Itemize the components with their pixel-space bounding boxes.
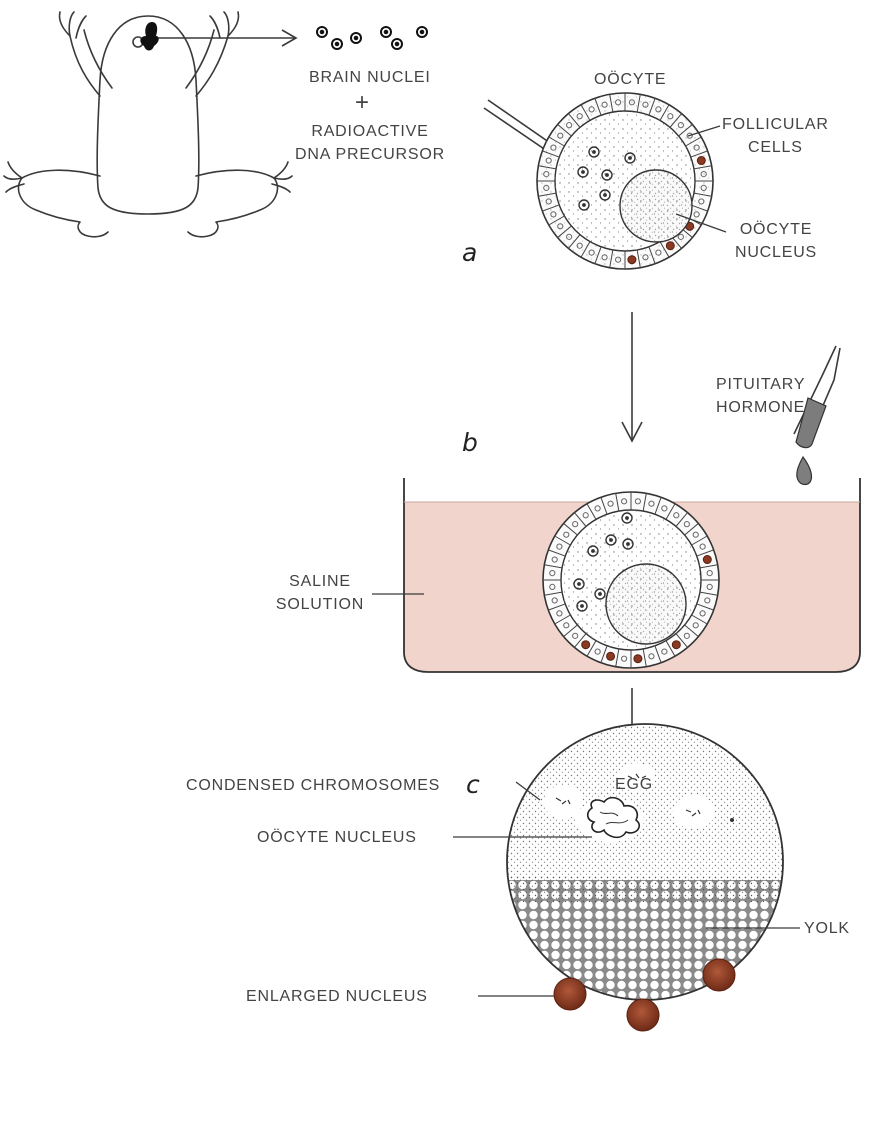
follicular-cell-nucleus — [628, 256, 636, 264]
oocyte-b — [543, 492, 719, 668]
label-yolk: YOLK — [804, 917, 850, 940]
label-radioactive-dna-precursor: RADIOACTIVE DNA PRECURSOR — [290, 120, 450, 166]
follicular-cell-nucleus — [697, 157, 705, 165]
brain-to-nuclei-arrow — [158, 30, 296, 46]
label-saline-line2: SOLUTION — [272, 593, 368, 616]
label-egg-oocyte-nucleus: OÖCYTE NUCLEUS — [257, 826, 417, 849]
follicular-cell-nucleus — [607, 652, 615, 660]
follicular-cell-nucleus — [666, 242, 674, 250]
panel-label-c: c — [466, 770, 480, 799]
label-oocyte-nucleus-line2: NUCLEUS — [728, 241, 824, 264]
oocyte-a — [537, 93, 713, 269]
label-enlarged-nucleus: ENLARGED NUCLEUS — [246, 985, 428, 1008]
brain-nuclei-icons — [317, 27, 427, 49]
label-oocyte: OÖCYTE — [594, 68, 666, 91]
label-follicular-cells: FOLLICULAR CELLS — [722, 113, 829, 159]
follicular-cell-nucleus — [582, 641, 590, 649]
label-radioactive-line1: RADIOACTIVE — [290, 120, 450, 143]
label-pituitary-line2: HORMONE — [716, 396, 805, 419]
panel-label-a: a — [462, 238, 477, 267]
label-follicular-line1: FOLLICULAR — [722, 113, 829, 136]
follicular-cell-nucleus — [703, 556, 711, 564]
label-oocyte-nucleus-a: OÖCYTE NUCLEUS — [728, 218, 824, 264]
label-plus: + — [355, 89, 369, 117]
panel-label-b: b — [462, 428, 478, 457]
label-oocyte-nucleus-line1: OÖCYTE — [728, 218, 824, 241]
egg-c — [500, 720, 800, 1030]
label-radioactive-line2: DNA PRECURSOR — [290, 143, 450, 166]
label-pituitary-line1: PITUITARY — [716, 373, 805, 396]
label-condensed-chromosomes: CONDENSED CHROMOSOMES — [186, 774, 440, 797]
label-egg: EGG — [615, 773, 653, 796]
label-brain-nuclei: BRAIN NUCLEI — [309, 66, 431, 89]
follicular-cell-nucleus — [672, 641, 680, 649]
label-saline-line1: SALINE — [272, 570, 368, 593]
down-arrow-a-to-b — [622, 312, 642, 441]
follicular-cell-nucleus — [634, 655, 642, 663]
label-pituitary-hormone: PITUITARY HORMONE — [716, 373, 805, 419]
label-saline-solution: SALINE SOLUTION — [272, 570, 368, 616]
label-follicular-line2: CELLS — [722, 136, 829, 159]
frog-brain-mark — [140, 22, 158, 51]
